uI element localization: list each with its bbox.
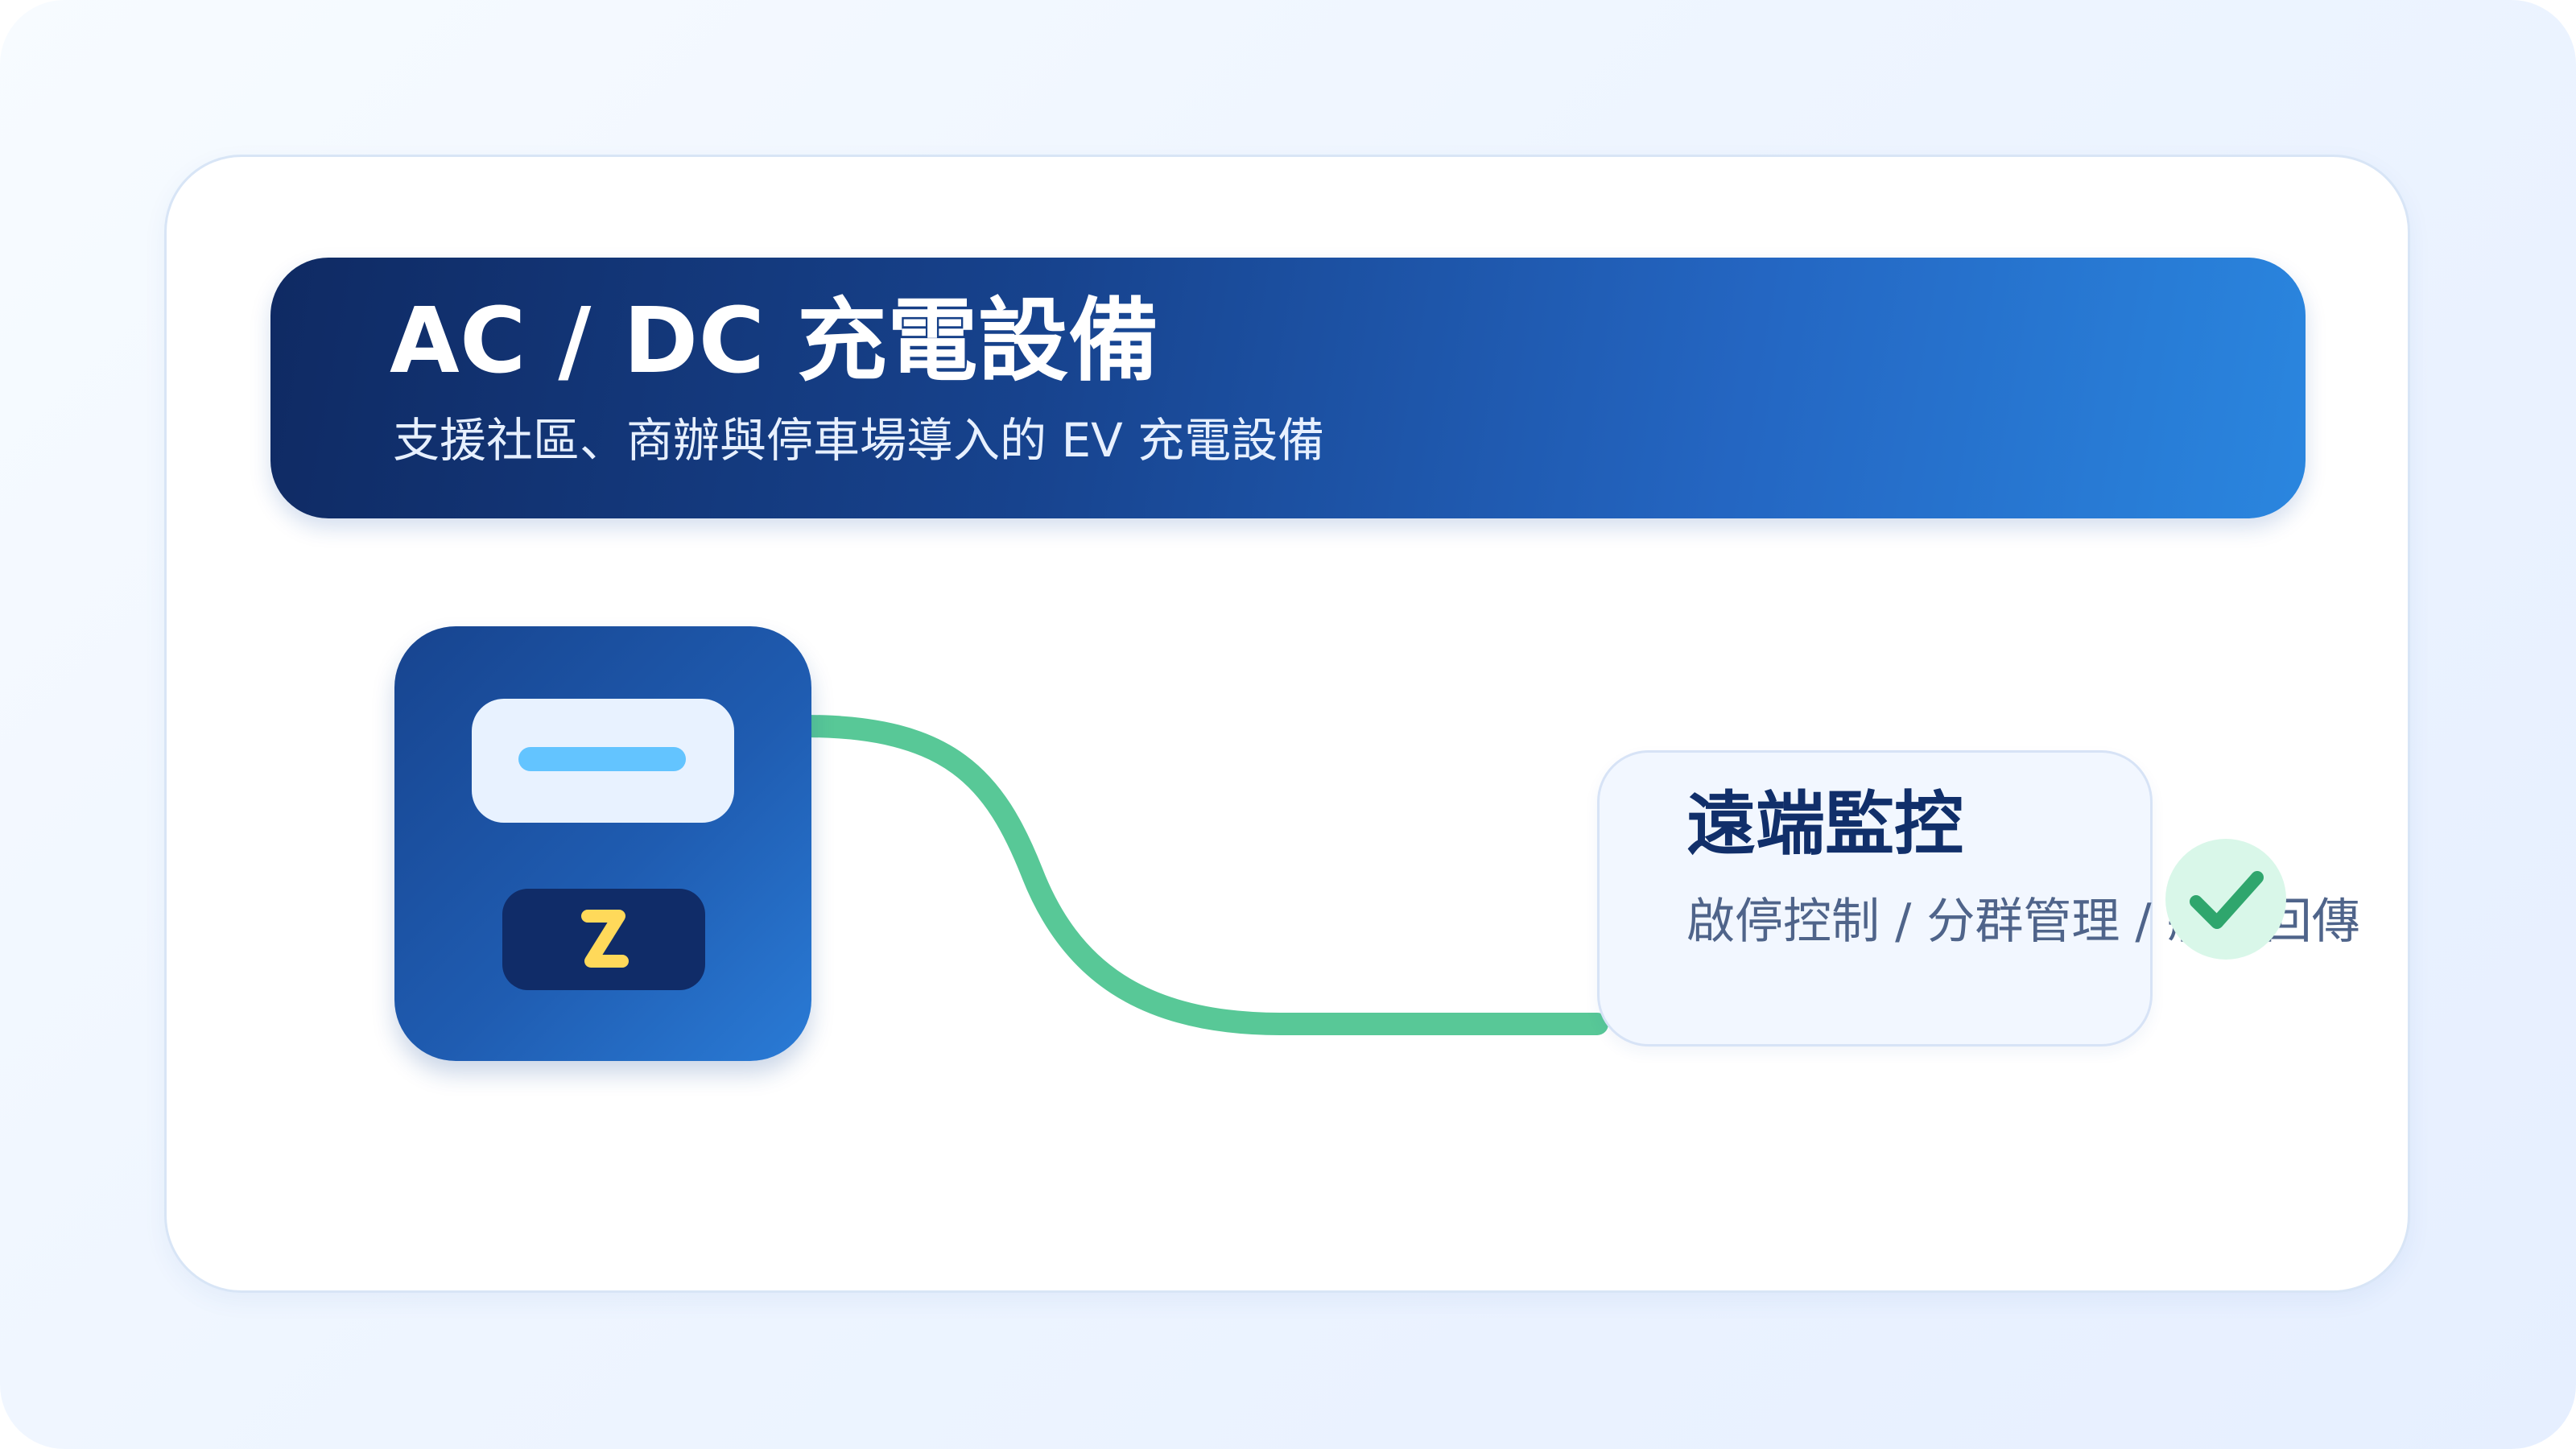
z-logo-icon <box>581 910 629 968</box>
hero-subtitle: 支援社區、商辦與停車場導入的 EV 充電設備 <box>393 413 1325 468</box>
screen-indicator <box>518 747 686 771</box>
hero-title: AC / DC 充電設備 <box>390 289 1159 394</box>
feature-title: 遠端監控 <box>1686 784 1963 865</box>
charger-badge <box>502 889 705 990</box>
charger-icon <box>394 626 811 1061</box>
check-icon <box>2190 871 2264 929</box>
charger-screen <box>472 699 734 823</box>
status-badge <box>2165 839 2286 960</box>
hero-banner <box>270 258 2306 518</box>
remote-monitoring-card: 遠端監控 啟停控制 / 分群管理 / 狀態回傳 <box>1597 750 2360 1046</box>
